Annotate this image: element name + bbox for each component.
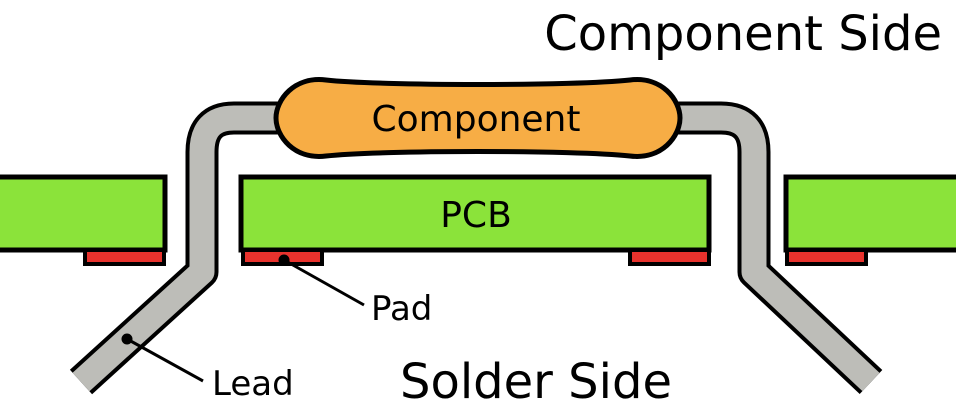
pcb-label: PCB: [440, 195, 512, 236]
pcb-board-right-segment: [783, 174, 956, 253]
pad-leader-dot: [278, 254, 290, 266]
pads: [83, 248, 868, 266]
lead-leader-line: [126, 337, 204, 383]
component-label: Component: [371, 99, 580, 140]
lead-leader-dot: [121, 333, 133, 345]
leader-lines: [121, 254, 365, 383]
pad-label: Pad: [371, 289, 432, 329]
solder-side-label: Solder Side: [400, 354, 672, 404]
lead-label: Lead: [212, 364, 294, 404]
pad-right-inner: [628, 248, 711, 266]
component-body: [273, 77, 683, 159]
pcb-board: [0, 174, 956, 253]
pcb-board-center-segment: [238, 174, 712, 253]
pad-left-outer: [83, 248, 166, 266]
pad-right-outer: [785, 248, 868, 266]
leads: [69, 101, 883, 395]
component-side-label: Component Side: [544, 6, 942, 62]
pad-leader-line: [283, 258, 365, 307]
pcb-board-left-segment: [0, 174, 168, 253]
